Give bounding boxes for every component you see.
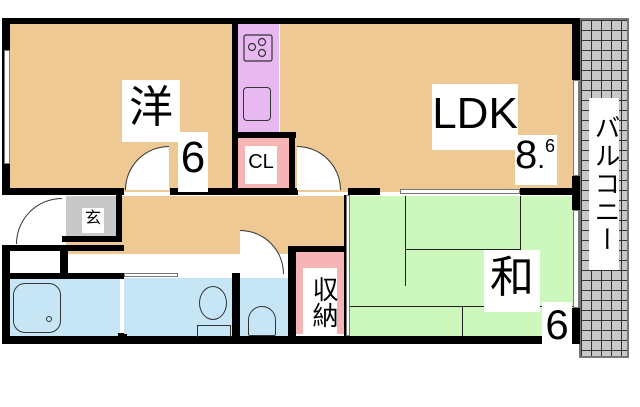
stove-icon [243,34,273,62]
tatami-line [405,196,406,286]
window [400,189,520,194]
tatami-line [462,306,463,338]
storage-label: 収納 [303,268,339,336]
balcony-label: バルコニー [589,98,621,270]
window [573,80,579,176]
wall [348,188,380,195]
wall [288,246,348,252]
wall [60,245,68,279]
ldk-size-dot: . [537,143,546,174]
wall [60,236,122,242]
wall [2,188,124,195]
japanese-room-label: 和 [484,250,540,312]
western-room-label: 洋 [122,80,180,142]
wall [120,334,126,344]
wall [2,245,10,343]
ldk-size-int: 8 [515,133,538,177]
western-room-size: 6 [178,132,208,192]
entrance-door-swing [16,198,62,244]
wall [288,246,296,343]
wall [572,176,580,210]
washbasin-icon [199,286,227,320]
sink-icon [243,87,271,121]
wall [572,308,580,344]
wall [2,18,580,24]
drain-icon [46,316,52,322]
bathroom [10,278,120,336]
wall [289,132,295,194]
wall [232,273,240,343]
japanese-room-size: 6 [542,302,572,352]
closet-label: CL [245,146,277,184]
wall [232,132,296,138]
washstand-cabinet [197,325,231,337]
window [346,195,350,336]
wall [232,18,238,194]
tatami-line [405,249,520,250]
bathtub-icon [13,283,61,333]
ldk-size: 8.6 [515,135,557,185]
ldk-label: LDK [432,84,518,150]
window [4,50,10,164]
wall [520,188,580,195]
entrance-label: 玄 [82,208,104,233]
window [573,210,579,308]
wall [572,18,580,80]
tatami-line [350,306,576,307]
wall [116,190,122,242]
toilet-icon [248,306,276,336]
tatami-line [520,196,521,286]
sliding-door [124,273,178,277]
ldk-size-frac: 6 [545,136,556,156]
